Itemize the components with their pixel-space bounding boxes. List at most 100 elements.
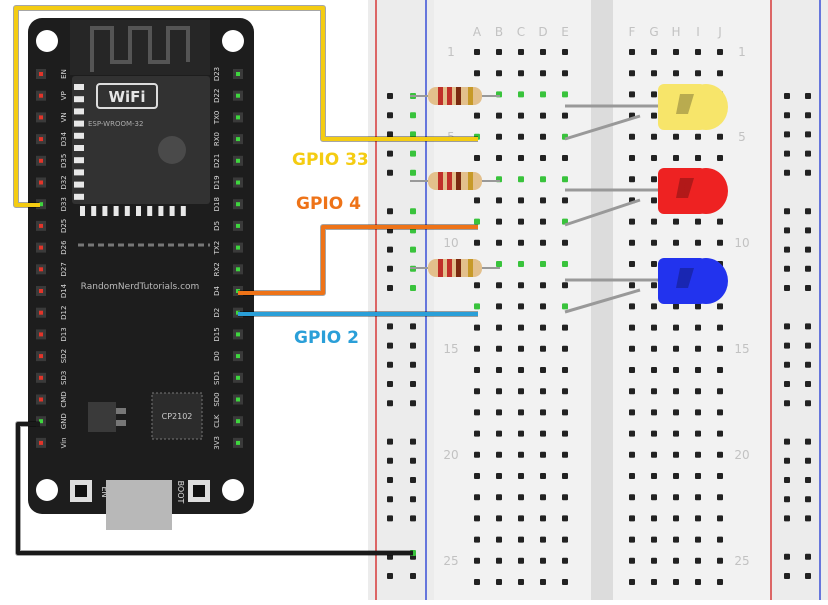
breadboard-hole — [518, 536, 524, 543]
breadboard-hole — [717, 579, 723, 585]
power-rail-hole — [387, 131, 393, 138]
breadboard-hole — [717, 515, 723, 522]
power-rail-hole — [805, 227, 811, 234]
power-rail-hole — [410, 438, 416, 445]
pin-dot — [236, 397, 240, 402]
breadboard-hole — [562, 430, 568, 437]
breadboard-hole — [629, 176, 635, 183]
module-pad — [74, 157, 84, 164]
pin-dot — [236, 180, 240, 185]
breadboard-hole — [651, 579, 657, 585]
pin-label: D33 — [60, 197, 68, 211]
power-rail-hole — [805, 246, 811, 253]
pin-label: D27 — [60, 262, 68, 276]
breadboard-hole — [562, 409, 568, 416]
breadboard-hole — [562, 494, 568, 501]
breadboard-hole — [562, 49, 568, 55]
breadboard-hole — [629, 303, 635, 310]
pin-label: D26 — [60, 240, 68, 255]
pin-label: TX2 — [213, 241, 221, 256]
breadboard-hole — [518, 133, 524, 140]
breadboard-hole — [518, 494, 524, 501]
pin-dot — [236, 267, 240, 272]
breadboard-hole — [518, 557, 524, 564]
led-anvil — [676, 268, 694, 288]
breadboard-hole — [474, 218, 480, 225]
breadboard-hole — [540, 218, 546, 225]
breadboard-hole — [518, 176, 524, 183]
module-pad — [147, 206, 153, 216]
breadboard-hole — [474, 579, 480, 585]
power-rail-hole — [784, 265, 790, 272]
pin-dot — [39, 245, 43, 250]
row-number: 20 — [443, 448, 458, 462]
power-rail-hole — [784, 131, 790, 138]
column-letter: H — [671, 25, 680, 39]
breadboard-hole — [651, 91, 657, 98]
pin-dot — [236, 332, 240, 337]
breadboard-hole — [695, 133, 701, 140]
power-rail-hole — [410, 477, 416, 483]
power-rail-hole — [410, 112, 416, 119]
power-rail-hole — [410, 381, 416, 387]
breadboard-hole — [496, 70, 502, 77]
resistor-band — [447, 172, 452, 190]
power-rail-hole — [410, 342, 416, 349]
breadboard-hole — [629, 261, 635, 267]
pin-label: SD3 — [60, 371, 68, 385]
breadboard-hole — [540, 473, 546, 479]
pin-dot — [236, 115, 240, 120]
resistor-body — [428, 172, 482, 190]
breadboard-hole — [717, 388, 723, 395]
module-pad — [74, 96, 84, 103]
power-rail-hole — [805, 400, 811, 407]
breadboard-hole — [540, 282, 546, 289]
breadboard-hole — [673, 345, 679, 352]
power-rail-hole — [805, 93, 811, 99]
resistor-band — [438, 172, 443, 190]
led-lead — [564, 198, 641, 227]
breadboard-hole — [496, 430, 502, 437]
breadboard-hole — [673, 409, 679, 416]
row-number: 10 — [734, 236, 749, 250]
resistor-band — [438, 87, 443, 105]
breadboard-hole — [629, 494, 635, 501]
breadboard-hole — [518, 303, 524, 310]
breadboard-hole — [717, 49, 723, 55]
pin-dot — [39, 115, 43, 120]
breadboard-hole — [540, 409, 546, 416]
power-rail-hole — [784, 169, 790, 176]
breadboard-hole — [496, 197, 502, 204]
module-pad — [124, 206, 130, 216]
breadboard-hole — [695, 324, 701, 331]
column-letter: C — [517, 25, 525, 39]
breadboard-hole — [651, 261, 657, 267]
breadboard-hole — [629, 451, 635, 458]
breadboard-hole — [717, 324, 723, 331]
breadboard-hole — [695, 218, 701, 225]
breadboard-hole — [562, 367, 568, 373]
breadboard-hole — [540, 70, 546, 77]
breadboard-hole — [717, 303, 723, 310]
board-pins: ENVPVND34D35D32D33D25D26D27D14D12D13SD2S… — [36, 67, 243, 450]
breadboard-hole — [651, 133, 657, 140]
breadboard-hole — [717, 239, 723, 246]
breadboard-hole — [651, 176, 657, 183]
pin-label: D23 — [213, 67, 221, 81]
column-letter: J — [717, 25, 722, 39]
breadboard-hole — [673, 70, 679, 77]
pin-label: D34 — [60, 131, 68, 146]
module-pad — [102, 206, 108, 216]
power-rail-hole — [784, 573, 790, 579]
breadboard-hole — [540, 155, 546, 161]
pin-label: D2 — [213, 308, 221, 318]
breadboard-hole — [717, 133, 723, 140]
breadboard-hole — [629, 430, 635, 437]
breadboard-hole — [695, 430, 701, 437]
pin-dot — [39, 332, 43, 337]
breadboard-hole — [673, 49, 679, 55]
pin-dot — [39, 375, 43, 380]
power-rail-hole — [784, 227, 790, 234]
breadboard-hole — [518, 70, 524, 77]
breadboard-hole — [562, 155, 568, 161]
